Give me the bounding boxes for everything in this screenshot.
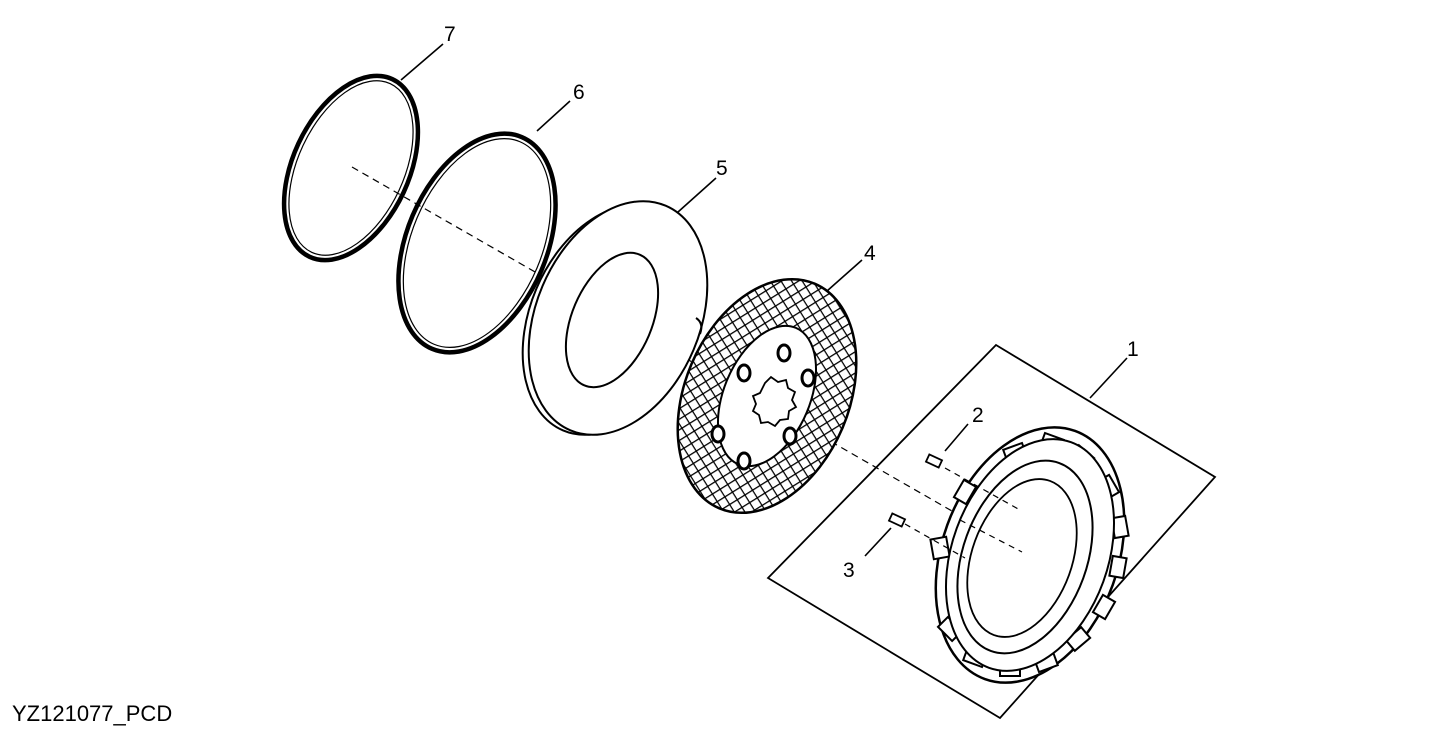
- steel-plate: [521, 200, 709, 436]
- callout-labels: 1 2 3 4 5 6 7: [444, 23, 1139, 582]
- leader-lines: [400, 43, 1128, 557]
- kit-assembly-box: [766, 343, 1217, 720]
- callout-1: 1: [1127, 338, 1139, 361]
- figure-reference-code: YZ121077_PCD: [12, 701, 173, 726]
- callout-4: 4: [864, 242, 876, 265]
- callout-3: 3: [843, 559, 855, 582]
- pin-lower: [887, 512, 907, 528]
- callout-2: 2: [972, 404, 984, 427]
- pin-upper: [924, 453, 944, 469]
- callout-5: 5: [716, 157, 728, 180]
- callout-6: 6: [573, 81, 585, 104]
- seal-ring-inner: [396, 131, 558, 355]
- seal-ring-outer: [281, 73, 421, 263]
- friction-disc: [676, 277, 858, 515]
- callout-7: 7: [444, 23, 456, 46]
